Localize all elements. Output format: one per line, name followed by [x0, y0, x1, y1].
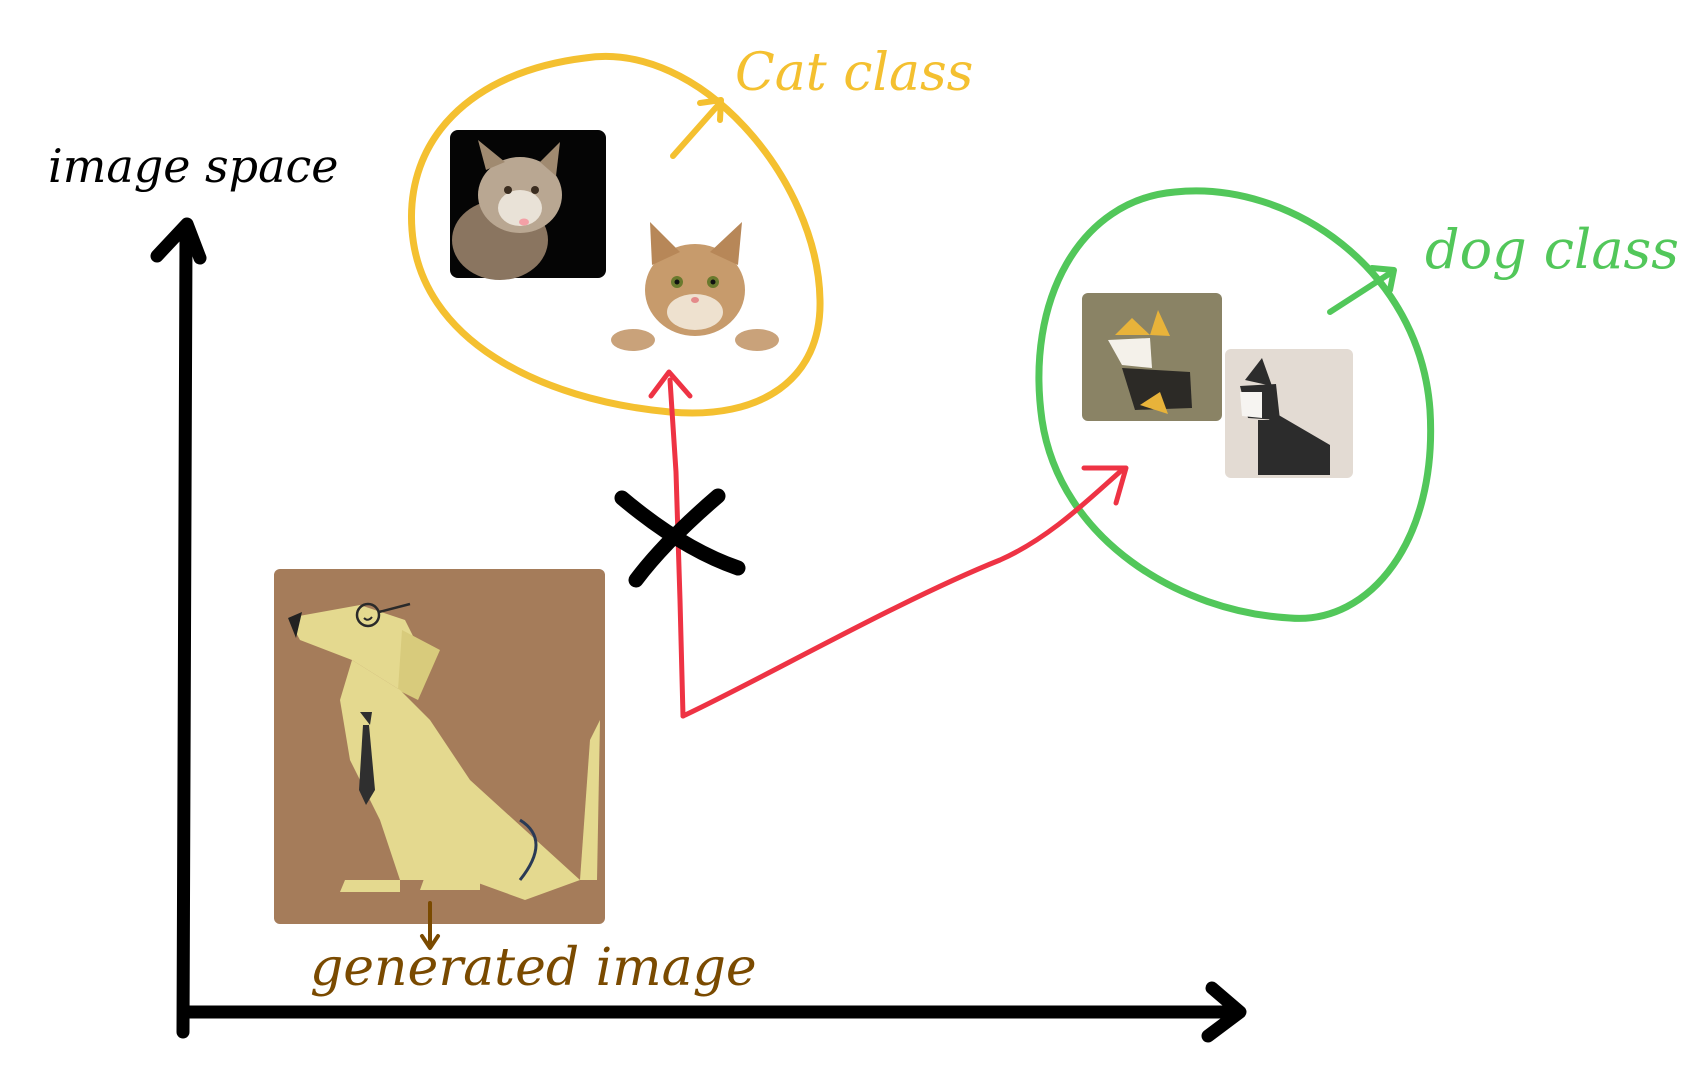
dog-art-1	[1082, 293, 1222, 421]
axis-label: image space	[48, 139, 339, 193]
arrow-to-dog-class	[680, 467, 1125, 719]
generated-image-label: generated image	[310, 938, 757, 998]
dog-art-2	[1225, 349, 1353, 478]
dog-label-arrow	[1327, 265, 1397, 315]
cat-class-label: Cat class	[735, 43, 973, 103]
arrow-to-dog-class-head	[1081, 465, 1129, 506]
transition-arrows	[648, 369, 1129, 719]
cat-photo-1	[450, 130, 606, 280]
arrow-to-cat-class-head	[648, 369, 693, 399]
x-axis-arrowhead	[1201, 981, 1247, 1043]
cat-label-arrow	[670, 97, 724, 159]
axes	[150, 217, 1247, 1043]
y-axis	[176, 231, 193, 1039]
generated-image	[274, 569, 605, 924]
y-axis-arrowhead	[150, 217, 207, 265]
cat-photo-2	[610, 218, 779, 352]
blocked-cross	[614, 488, 746, 588]
generated-label-arrow	[420, 901, 440, 950]
cat-class-cluster: Cat class	[407, 43, 973, 417]
dog-class-cluster: dog class	[1035, 187, 1679, 622]
dog-class-label: dog class	[1425, 218, 1679, 281]
